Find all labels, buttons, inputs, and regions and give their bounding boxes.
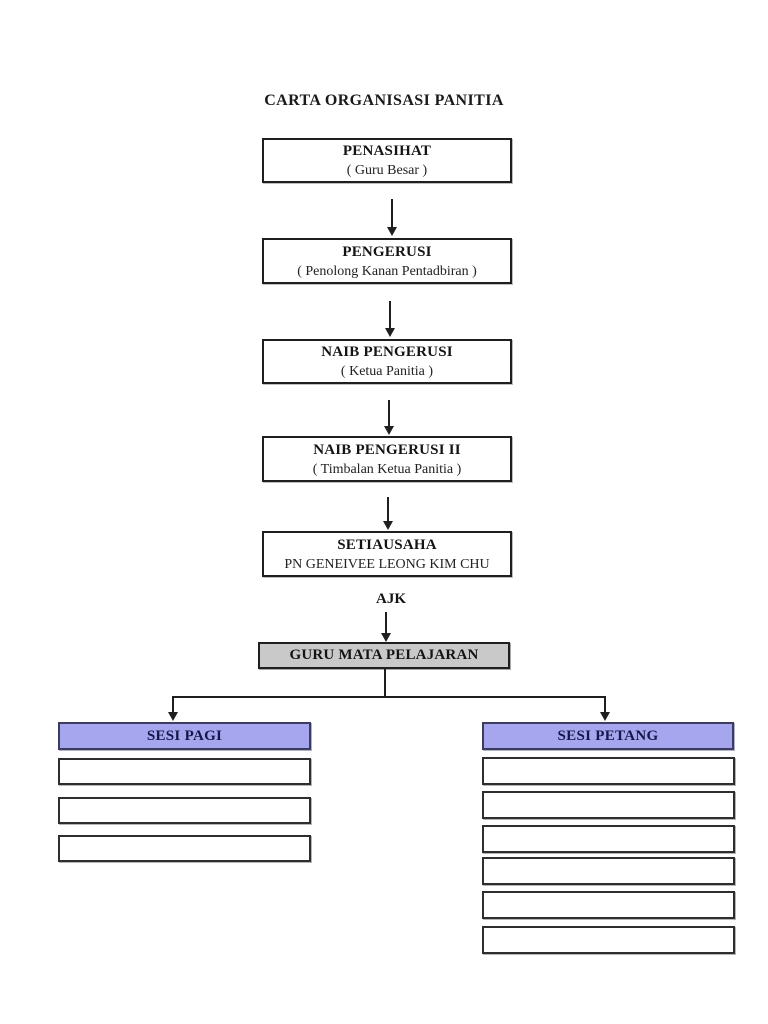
role-label: NAIB PENGERUSI II	[313, 441, 461, 458]
arrow-down-icon	[168, 712, 178, 721]
connector-line	[391, 199, 393, 228]
role-subtitle: ( Timbalan Ketua Panitia )	[312, 461, 462, 477]
role-label: SETIAUSAHA	[337, 536, 437, 553]
empty-slot	[482, 891, 735, 919]
role-label: NAIB PENGERUSI	[321, 344, 453, 360]
empty-slot	[58, 797, 311, 824]
arrow-down-icon	[600, 712, 610, 721]
connector-branch-line	[173, 696, 606, 698]
arrow-down-icon	[383, 521, 393, 530]
org-box-setiausaha: SETIAUSAHA PN GENEIVEE LEONG KIM CHU	[262, 531, 512, 577]
empty-slot	[482, 757, 735, 785]
session-header-sesi-pagi: SESI PAGI	[58, 722, 311, 750]
role-subtitle: ( Ketua Panitia )	[340, 364, 434, 379]
role-subtitle: PN GENEIVEE LEONG KIM CHU	[284, 556, 490, 572]
connector-line	[384, 668, 386, 697]
connector-line	[388, 400, 390, 427]
connector-line	[387, 497, 389, 522]
role-subtitle: ( Penolong Kanan Pentadbiran )	[297, 263, 477, 279]
empty-slot	[482, 857, 735, 885]
empty-slot	[482, 825, 735, 853]
connector-line	[389, 301, 391, 329]
arrow-down-icon	[387, 227, 397, 236]
org-box-naib-pengerusi-ii: NAIB PENGERUSI II ( Timbalan Ketua Panit…	[262, 436, 512, 482]
org-box-pengerusi: PENGERUSI ( Penolong Kanan Pentadbiran )	[262, 238, 512, 284]
connector-line	[604, 696, 606, 713]
empty-slot	[482, 791, 735, 819]
org-box-naib-pengerusi: NAIB PENGERUSI ( Ketua Panitia )	[262, 339, 512, 384]
arrow-down-icon	[381, 633, 391, 642]
arrow-down-icon	[384, 426, 394, 435]
connector-line	[172, 696, 174, 713]
empty-slot	[482, 926, 735, 954]
arrow-down-icon	[385, 328, 395, 337]
org-box-penasihat: PENASIHAT ( Guru Besar )	[262, 138, 512, 183]
role-subtitle: ( Guru Besar )	[346, 163, 428, 178]
page-title: CARTA ORGANISASI PANITIA	[264, 92, 504, 109]
empty-slot	[58, 758, 311, 785]
connector-line	[385, 612, 387, 634]
org-box-guru-mata-pelajaran: GURU MATA PELAJARAN	[258, 642, 510, 669]
ajk-label: AJK	[376, 591, 406, 607]
session-header-sesi-petang: SESI PETANG	[482, 722, 734, 750]
role-label: PENGERUSI	[342, 243, 432, 260]
role-label: PENASIHAT	[342, 143, 432, 159]
empty-slot	[58, 835, 311, 862]
